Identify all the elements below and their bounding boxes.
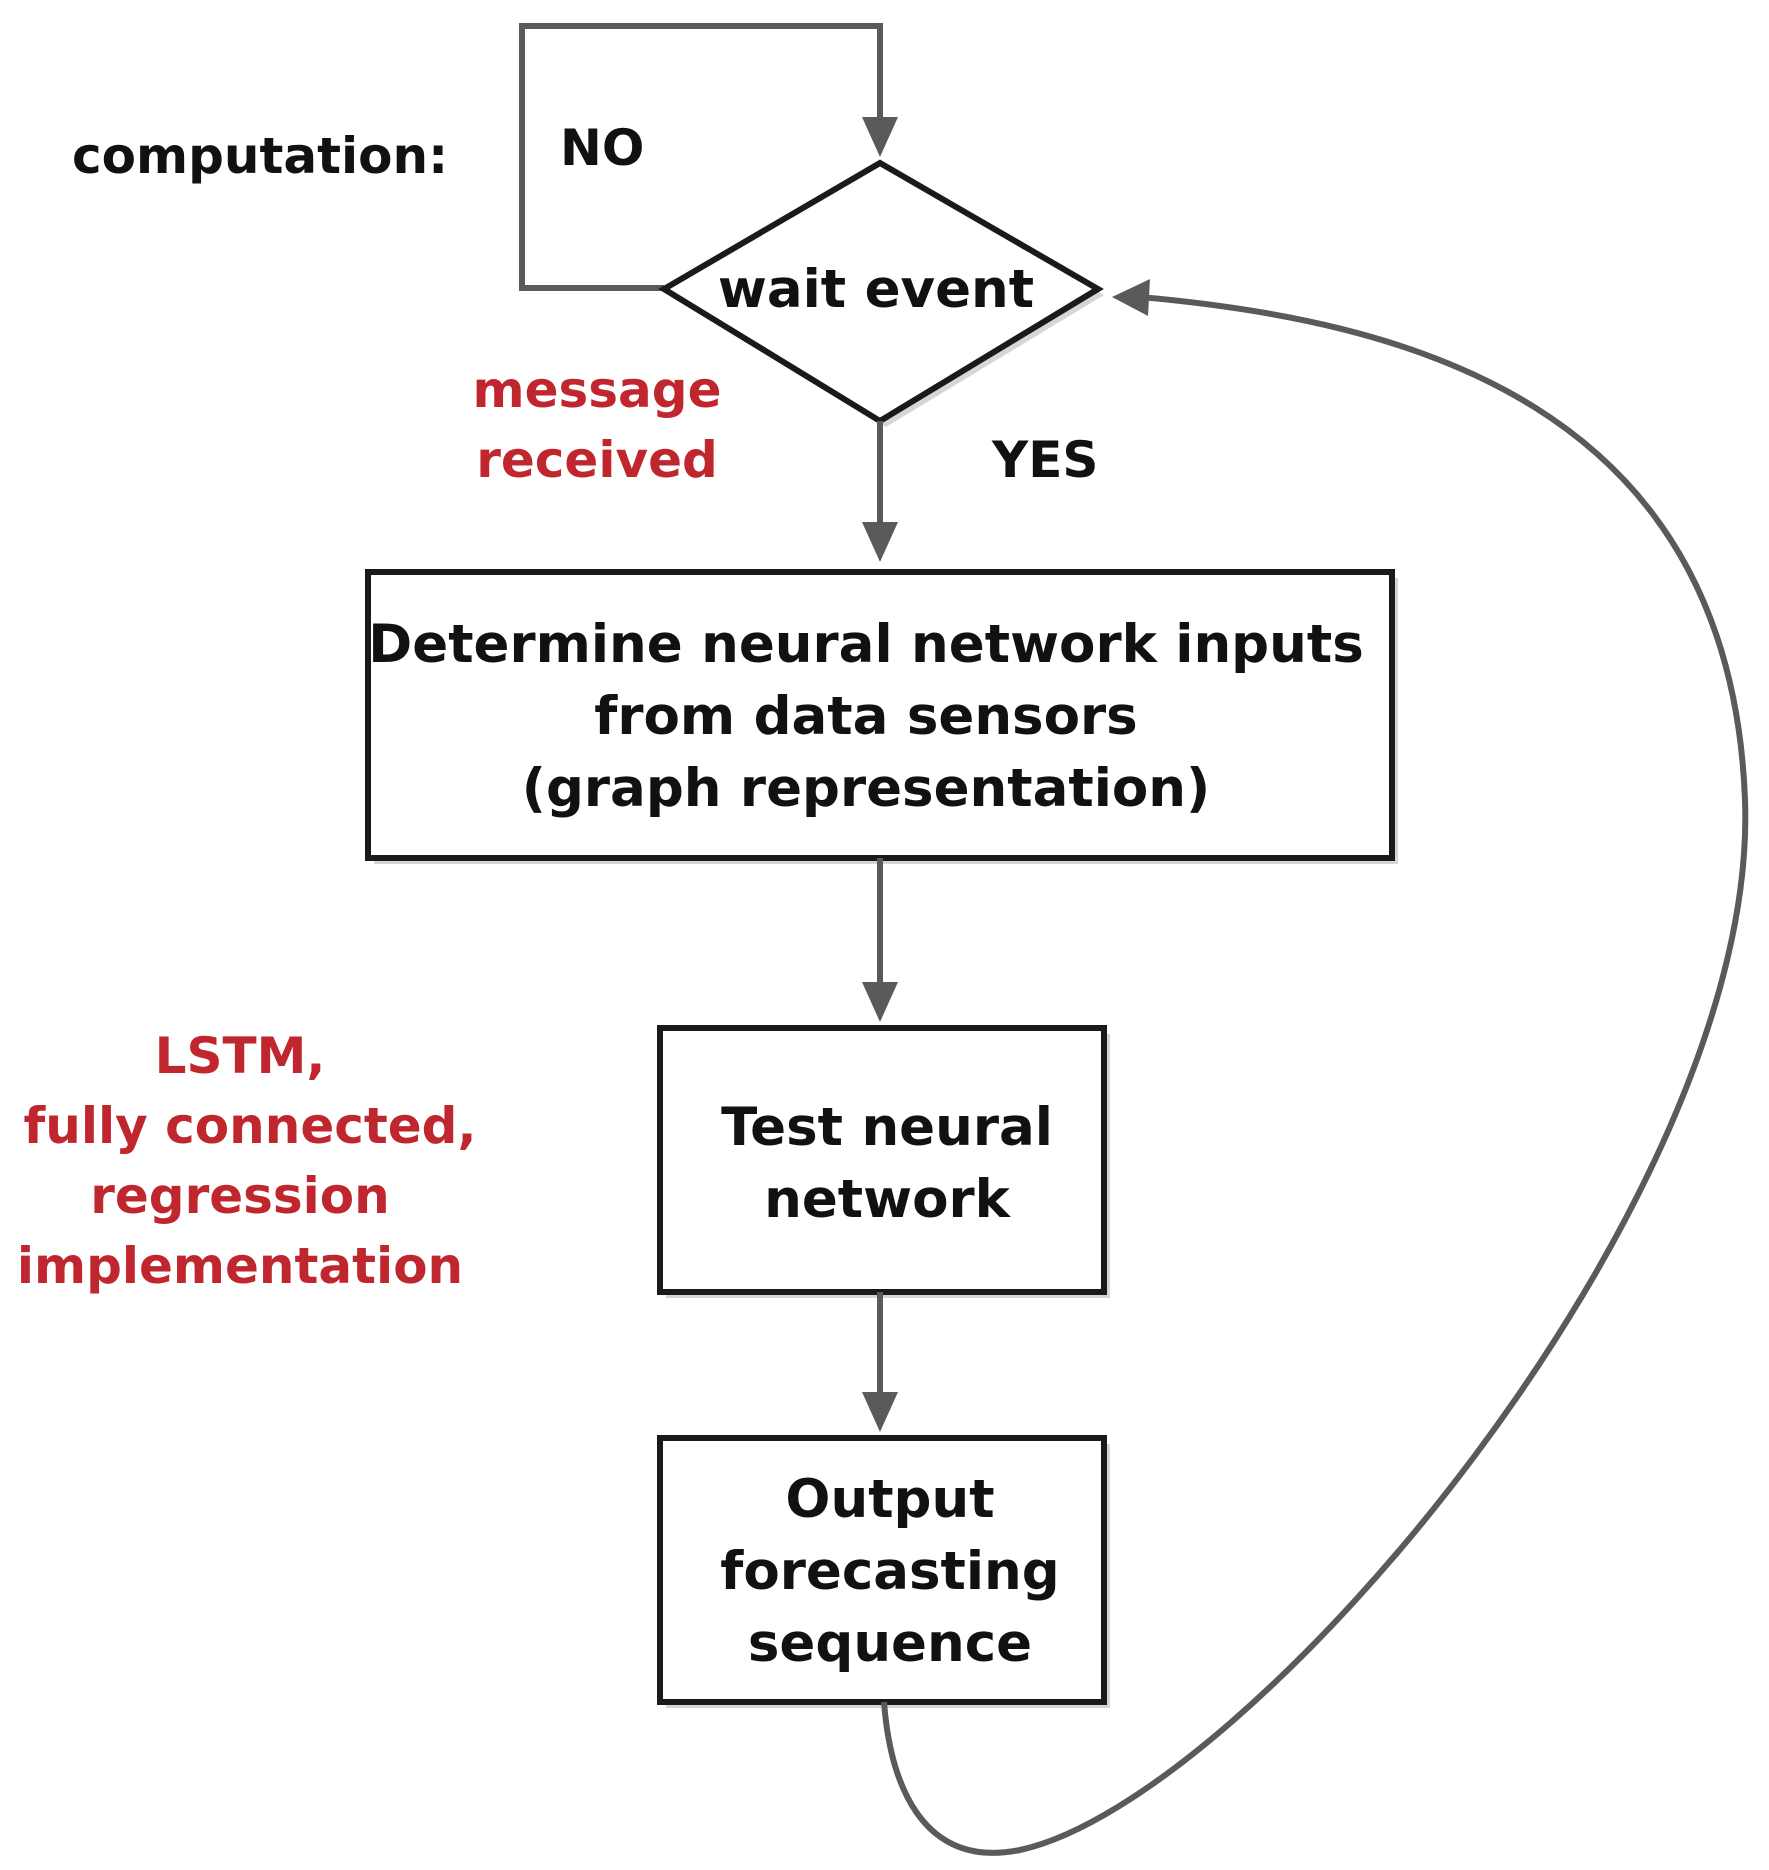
determine-inputs-box: [365, 569, 1395, 861]
output-forecasting-box: [657, 1435, 1107, 1705]
inputs-line1: Determine neural network inputs: [368, 614, 1363, 675]
implementation-line2: fully connected,: [24, 1097, 477, 1155]
implementation-line1: LSTM,: [155, 1027, 326, 1085]
inputs-to-test-arrowhead: [862, 982, 898, 1022]
message-received-line1: message: [473, 361, 722, 419]
computation-label: computation:: [72, 127, 448, 185]
return-loop-curve: [881, 294, 1749, 1856]
no-loop-arrowhead: [862, 117, 898, 157]
no-label: NO: [560, 119, 644, 177]
test-to-output-arrowhead: [862, 1392, 898, 1432]
no-loop-connector: [519, 23, 883, 291]
output-line1: Output: [785, 1469, 994, 1530]
yes-arrowhead: [862, 522, 898, 562]
implementation-line3: regression: [90, 1167, 390, 1225]
inputs-line2: from data sensors: [594, 686, 1137, 747]
inputs-line3: (graph representation): [522, 758, 1210, 819]
test-neural-network-box: [657, 1025, 1107, 1295]
test-line2: network: [764, 1169, 1012, 1230]
message-received-line2: received: [476, 431, 718, 489]
output-line3: sequence: [748, 1613, 1032, 1674]
implementation-line4: implementation: [17, 1237, 463, 1295]
wait-event-label: wait event: [718, 259, 1034, 320]
output-line2: forecasting: [720, 1541, 1059, 1602]
test-line1: Test neural: [721, 1097, 1053, 1158]
yes-label: YES: [991, 431, 1098, 489]
return-loop-arrowhead: [1112, 279, 1150, 316]
